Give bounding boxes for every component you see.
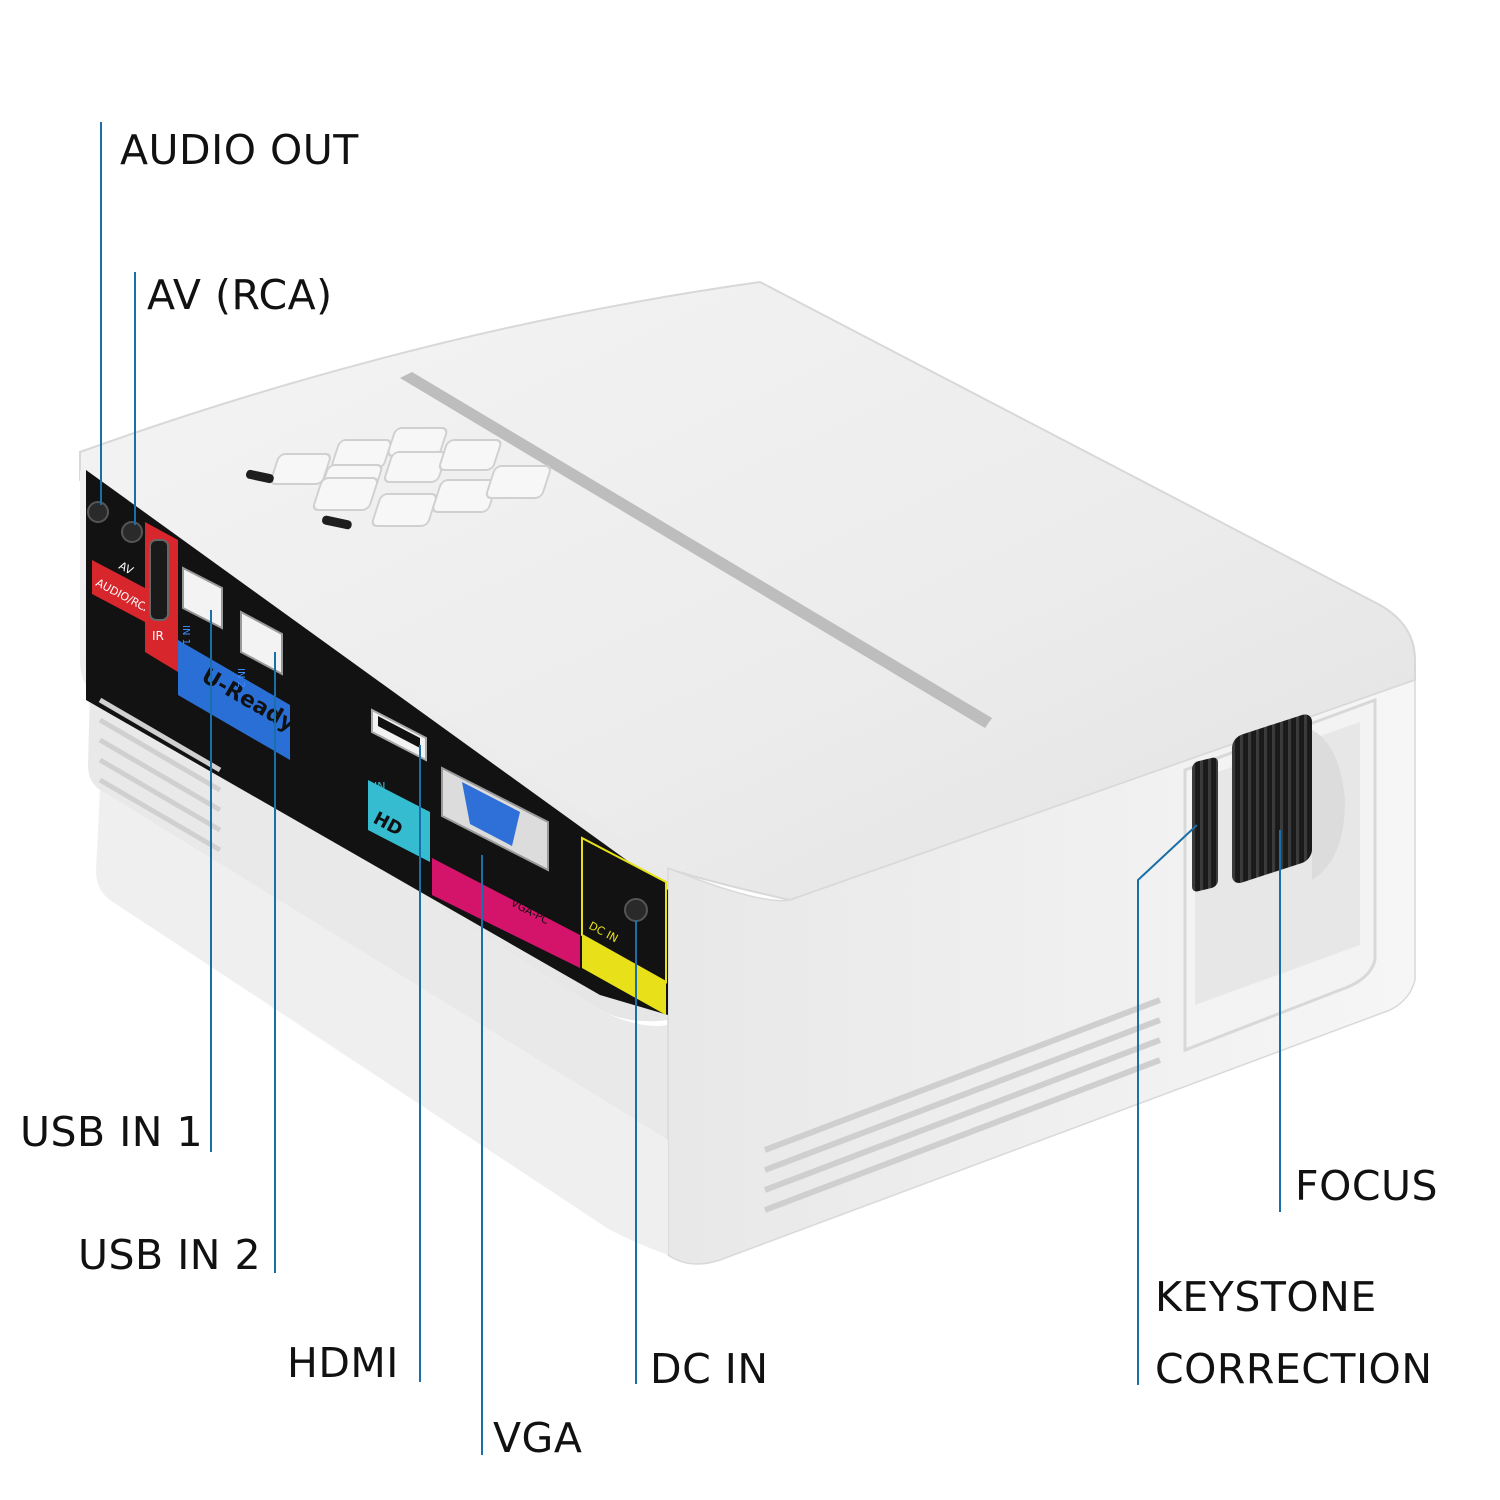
hdmi-label: HDMI bbox=[287, 1339, 399, 1387]
keystone-leader bbox=[1137, 824, 1198, 1385]
left-vents bbox=[98, 697, 222, 853]
audio-out-jack bbox=[87, 501, 109, 523]
usb-in-2-label: USB IN 2 bbox=[78, 1231, 262, 1279]
front-vents bbox=[763, 997, 1162, 1213]
vga-strip bbox=[432, 858, 580, 968]
av-rca-label: AV (RCA) bbox=[147, 271, 333, 319]
keystone-label-line2: CORRECTION bbox=[1155, 1345, 1433, 1393]
ir-window bbox=[149, 539, 169, 621]
dc-in-label: DC IN bbox=[650, 1345, 769, 1393]
hdmi-strip bbox=[368, 780, 430, 862]
vga-label: VGA bbox=[493, 1414, 583, 1462]
control-keypad bbox=[270, 427, 551, 527]
audio-strip bbox=[92, 560, 145, 622]
keystone-label-line1: KEYSTONE bbox=[1155, 1273, 1377, 1321]
in2-label: IN 2 bbox=[235, 668, 246, 688]
dc-in-jack bbox=[624, 898, 648, 922]
keystone-ring bbox=[1192, 757, 1218, 892]
led-indicator bbox=[322, 515, 352, 530]
ir-label: IR bbox=[152, 629, 164, 643]
usb-in-2-port bbox=[240, 610, 283, 676]
hdmi-in-label: IN bbox=[374, 780, 385, 793]
dc-strip bbox=[582, 935, 666, 1015]
projector-bottom-lip bbox=[88, 690, 668, 1140]
av-rca-jack bbox=[121, 521, 143, 543]
top-vent-stripe bbox=[400, 372, 992, 728]
focus-label: FOCUS bbox=[1295, 1162, 1439, 1210]
usb-in-1-port bbox=[182, 566, 223, 630]
in1-label: IN 1 bbox=[180, 625, 191, 645]
av-tag: AV bbox=[117, 559, 136, 577]
connector-panel bbox=[86, 470, 668, 1015]
focus-ring bbox=[1232, 714, 1312, 883]
usb-in-1-label: USB IN 1 bbox=[20, 1108, 204, 1156]
usb-strip bbox=[178, 640, 290, 760]
projector-lower-side bbox=[96, 790, 668, 1255]
led-indicator bbox=[246, 469, 274, 484]
audio-out-label: AUDIO OUT bbox=[120, 126, 359, 174]
